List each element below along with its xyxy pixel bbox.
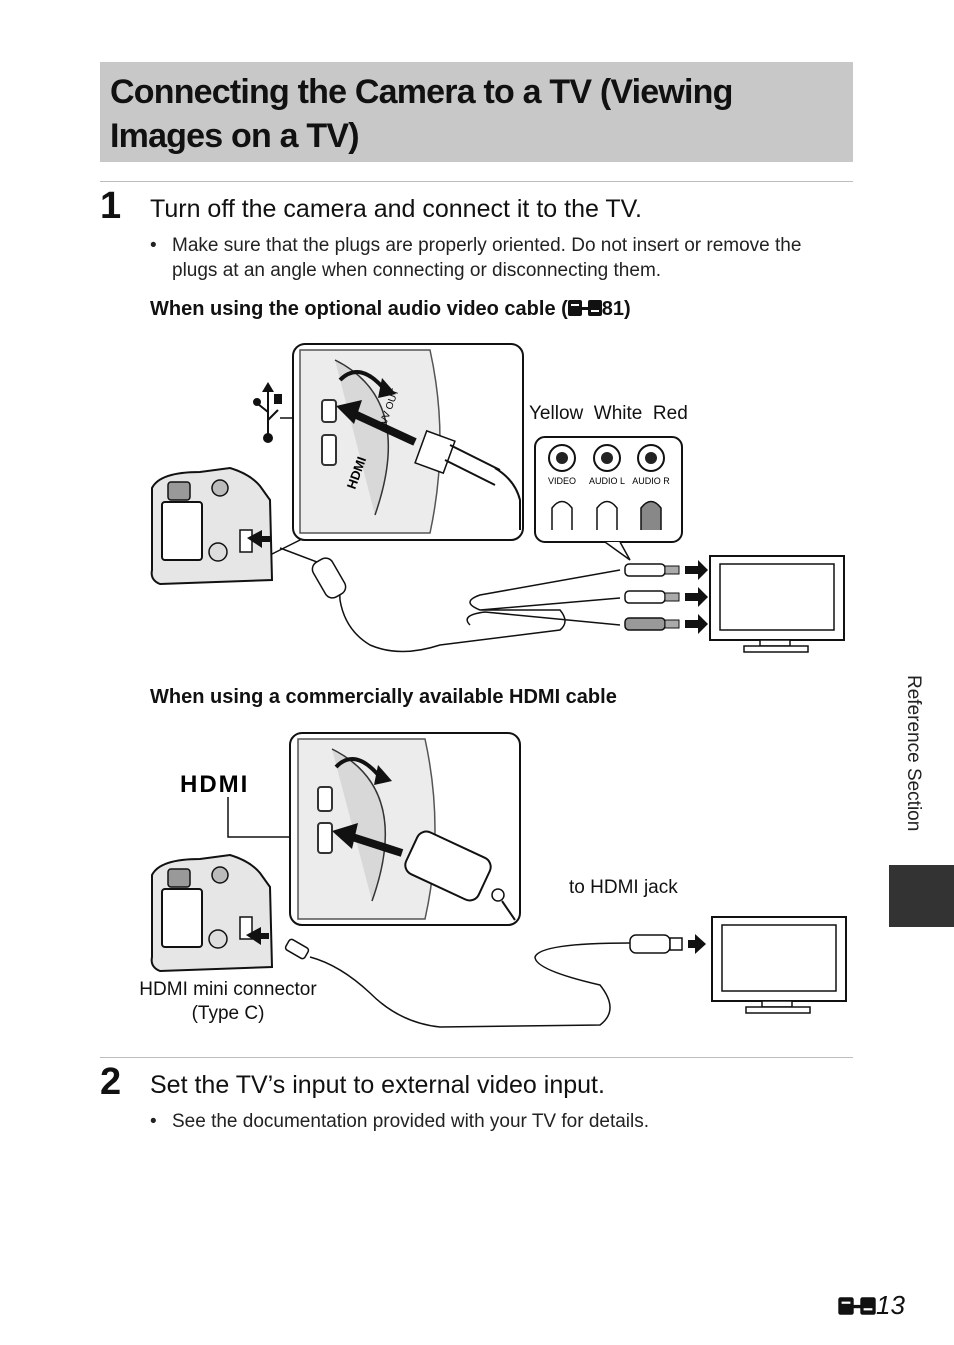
title-bar: Connecting the Camera to a TV (Viewing I… xyxy=(100,62,853,162)
jack-label-audio-r: AUDIO R xyxy=(632,476,670,486)
cable-color-labels: Yellow White Red xyxy=(529,403,688,424)
bullet-text: See the documentation provided with your… xyxy=(172,1111,650,1132)
step-number: 2 xyxy=(100,1061,122,1103)
step-heading: Set the TV’s input to external video inp… xyxy=(150,1071,605,1099)
rca-plug-yellow xyxy=(624,563,680,577)
arrow-icon xyxy=(246,927,269,945)
step-number: 1 xyxy=(100,185,122,227)
arrow-icon xyxy=(688,934,706,954)
usb-icon xyxy=(253,382,282,443)
hdmi-logo: HDMI xyxy=(180,771,249,798)
tv-illustration xyxy=(709,555,845,653)
reference-section-icon xyxy=(567,300,602,316)
arrow-icon xyxy=(247,530,270,548)
reference-section-icon xyxy=(838,1297,876,1315)
page-number: 13 xyxy=(838,1290,905,1321)
rca-plug-white xyxy=(624,590,680,604)
av-caption: When using the optional audio video cabl… xyxy=(150,298,631,320)
camera-illustration xyxy=(150,853,274,973)
bullet-item: •See the documentation provided with you… xyxy=(150,1109,850,1134)
rca-plug-red xyxy=(624,617,680,631)
av-caption-text: When using the optional audio video cabl… xyxy=(150,298,568,320)
step-heading: Turn off the camera and connect it to th… xyxy=(150,195,642,223)
section-tab xyxy=(889,865,954,927)
to-hdmi-jack-label: to HDMI jack xyxy=(569,877,678,898)
hdmi-mini-label: HDMI mini connector (Type C) xyxy=(128,978,328,1026)
hdmi-caption: When using a commercially available HDMI… xyxy=(150,686,617,708)
page-title: Connecting the Camera to a TV (Viewing I… xyxy=(110,73,733,155)
jack-label-audio-l: AUDIO L xyxy=(589,476,625,486)
jack-label-video: VIDEO xyxy=(548,476,576,486)
jack-panel: VIDEO AUDIO L AUDIO R xyxy=(534,436,683,561)
tv-illustration xyxy=(711,916,847,1014)
bullet-text: Make sure that the plugs are properly or… xyxy=(172,235,802,281)
camera-illustration xyxy=(150,466,274,586)
section-divider xyxy=(100,181,853,182)
av-connection-diagram: A/V OUT HDMI xyxy=(150,343,845,653)
hdmi-connection-diagram: HDMI xyxy=(150,732,847,1028)
hdmi-mini-line1: HDMI mini connector xyxy=(139,979,317,1000)
bullet-item: •Make sure that the plugs are properly o… xyxy=(150,233,850,283)
section-divider xyxy=(100,1057,853,1058)
arrow-icon xyxy=(685,560,708,634)
side-section-label: Reference Section xyxy=(903,675,924,832)
hdmi-mini-line2: (Type C) xyxy=(191,1003,265,1024)
av-caption-ref: 81 xyxy=(601,298,625,320)
